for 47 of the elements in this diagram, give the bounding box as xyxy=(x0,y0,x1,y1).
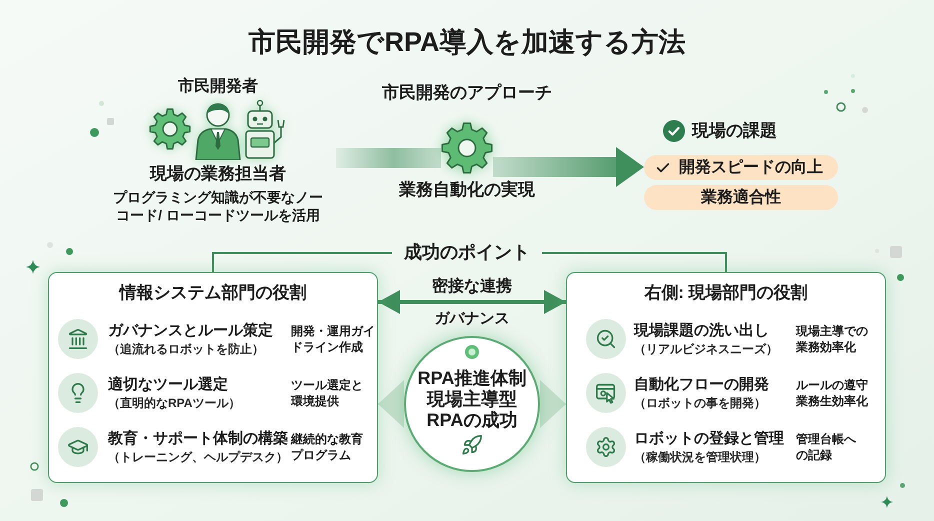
item-title: ガバナンスとルール策定 xyxy=(108,320,274,340)
item-note: 管理台帳への記録 xyxy=(796,431,857,463)
arrow-caption: ガバナンス xyxy=(434,309,510,329)
section-heading: 市民開発のアプローチ xyxy=(382,82,552,104)
description: プログラミング知識が不要なノーコード/ ローコードツールを活用 xyxy=(112,188,324,224)
item-title: 現場課題の洗い出し xyxy=(634,320,770,340)
role-subheading: 現場の業務担当者 xyxy=(150,163,286,185)
item-note: ルールの遵守業務生効率化 xyxy=(796,377,869,409)
item-title: ロボットの登録と管理 xyxy=(634,428,785,448)
item-subtitle: （トレーニング、ヘルプデスク） xyxy=(108,448,288,466)
role-panel xyxy=(566,272,886,483)
title: 市民開発でRPA導入を加速する方法 xyxy=(248,26,686,59)
connector-line xyxy=(212,252,392,272)
goal-text: RPAの成功 xyxy=(426,410,518,431)
tag-text: 開発スピードの向上 xyxy=(679,158,823,178)
item-subtitle: （リアルビジネスニーズ） xyxy=(634,340,779,358)
item-title: 自動化フローの開発 xyxy=(634,374,770,394)
tag-text: 業務適合性 xyxy=(701,187,781,208)
step-caption: 業務自動化の実現 xyxy=(399,179,535,201)
arrow xyxy=(493,147,644,187)
goal-text: RPA推進体制 xyxy=(418,368,526,389)
panel-heading: 情報システム部門の役割 xyxy=(120,282,306,304)
double-arrow xyxy=(378,290,566,314)
item-title: 適切なツール選定 xyxy=(108,374,229,394)
item-subtitle: （追流れるロボットを防止） xyxy=(108,340,265,358)
arrow xyxy=(540,380,566,428)
item-title: 教育・サポート体制の構築 xyxy=(108,428,288,448)
gear-icon xyxy=(441,122,493,174)
item-note: ツール選定と環境提供 xyxy=(291,377,364,409)
item-subtitle: （稼働状況を管理状理） xyxy=(634,448,767,466)
group-heading: 現場の課題 xyxy=(692,120,777,142)
arrow xyxy=(378,380,404,428)
tag-pill xyxy=(644,185,838,210)
item-note: 開発・運用ガイドライン作成 xyxy=(291,323,375,355)
connector-line xyxy=(336,148,441,168)
role-panel xyxy=(48,272,378,483)
item-note: 継続的な教育プログラム xyxy=(291,431,364,463)
item-note: 現場主導での業務効率化 xyxy=(796,323,869,355)
connector-line xyxy=(542,252,727,272)
item-subtitle: （ロボットの事を開発） xyxy=(634,394,767,412)
tag-pill xyxy=(644,155,838,180)
panel-heading: 右側: 現場部門の役割 xyxy=(644,282,808,304)
item-subtitle: （直明的なRPAツール） xyxy=(108,394,242,412)
section-heading: 成功のポイント xyxy=(404,242,530,262)
role-heading: 市民開発者 xyxy=(178,76,258,97)
goal-text: 現場主導型 xyxy=(427,389,517,410)
edge-label: 密接な連携 xyxy=(432,276,512,297)
